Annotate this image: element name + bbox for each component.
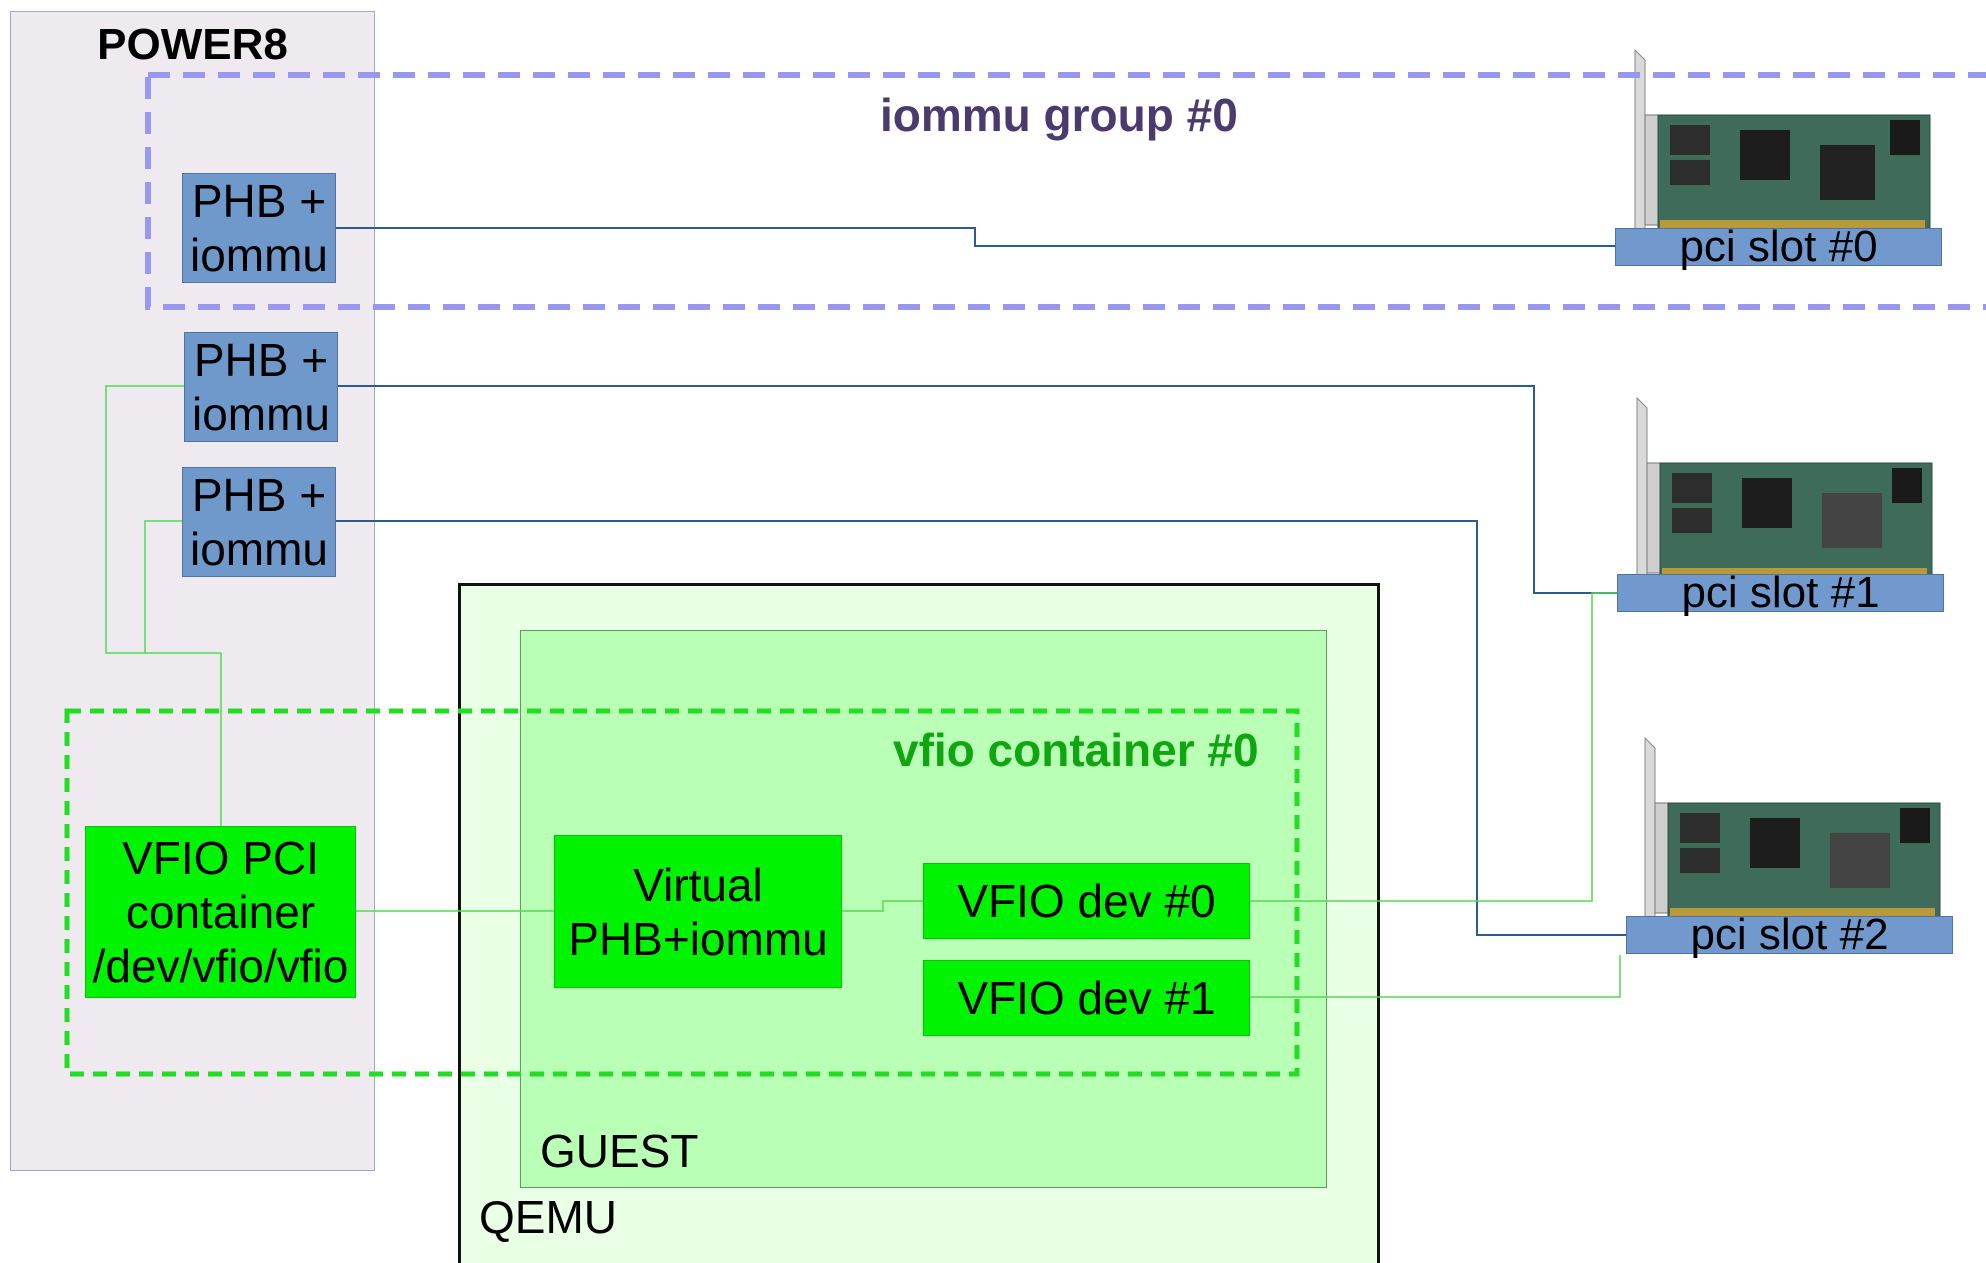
pci-slot-0: pci slot #0 <box>1615 222 1942 271</box>
pci-card-0-picture <box>1634 48 1931 231</box>
virtual-phb-box: Virtual PHB+iommu <box>554 835 842 988</box>
link-phb0-slot0 <box>336 227 1615 247</box>
phb-iommu-2: PHB + iommu <box>182 467 336 577</box>
pci-card-1-picture <box>1636 396 1933 579</box>
vfio-pci-container-box: VFIO PCI container /dev/vfio/vfio <box>85 826 356 998</box>
link-dev0-slot1 <box>1250 592 1617 902</box>
phb-iommu-0: PHB + iommu <box>182 173 336 283</box>
pci-slot-1: pci slot #1 <box>1617 568 1944 617</box>
vfio-container-label: vfio container #0 <box>893 724 1259 776</box>
guest-label: GUEST <box>540 1125 699 1177</box>
iommu-group-outline <box>145 72 1986 310</box>
link-phb2-slot2 <box>336 520 1626 936</box>
vfio-dev-0-box: VFIO dev #0 <box>923 863 1250 939</box>
qemu-label: QEMU <box>479 1191 617 1243</box>
iommu-group-label: iommu group #0 <box>880 89 1238 141</box>
link-virtualphb-devs <box>842 900 923 912</box>
vfio-dev-1-box: VFIO dev #1 <box>923 960 1250 1036</box>
phb-iommu-1: PHB + iommu <box>184 332 338 442</box>
link-dev1-slot2 <box>1250 955 1621 998</box>
pci-card-2-picture <box>1644 736 1941 919</box>
link-phb2-container <box>144 520 184 653</box>
link-phb1-container <box>105 385 221 654</box>
vfio-container-outline <box>64 708 1300 1077</box>
pci-slot-2: pci slot #2 <box>1626 910 1953 959</box>
link-phb1-slot1 <box>338 385 1617 594</box>
power8-title: POWER8 <box>97 20 288 69</box>
